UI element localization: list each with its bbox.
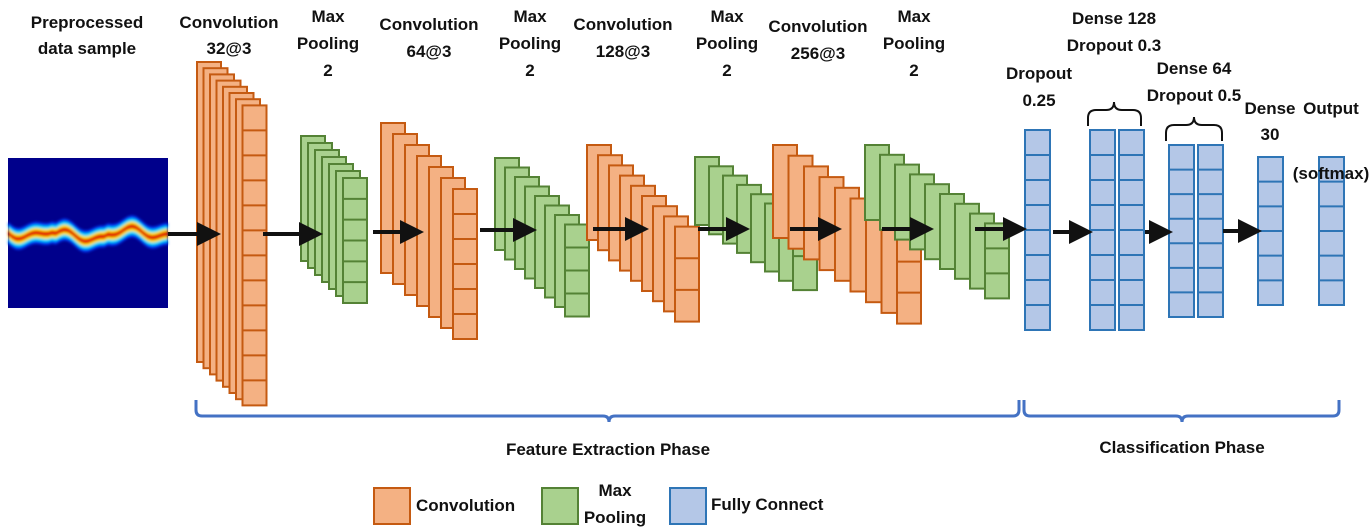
layer-4-label-line: Convolution bbox=[573, 15, 672, 34]
layer-2-label-line: Convolution bbox=[379, 15, 478, 34]
dense-128-brace bbox=[1087, 101, 1142, 126]
fc-feature-map bbox=[1168, 144, 1195, 318]
fc-feature-map bbox=[1197, 144, 1224, 318]
layer-3-label-line: Max bbox=[513, 7, 547, 26]
layer-0-label: Convolution 32@3 bbox=[179, 13, 278, 58]
layer-12-label: Output (softmax) bbox=[1293, 99, 1370, 183]
layer-1-label-line: Max bbox=[311, 7, 345, 26]
layer-5-label-line: 2 bbox=[722, 61, 731, 80]
layer-4-label-line: 128@3 bbox=[596, 42, 650, 61]
layer-12-fc-stack bbox=[1318, 156, 1345, 306]
legend-label-fc: Fully Connect bbox=[711, 495, 824, 514]
layer-2-label-line: 64@3 bbox=[407, 42, 452, 61]
layer-5-label-line: Max bbox=[710, 7, 744, 26]
legend-swatch-conv bbox=[373, 487, 411, 525]
layer-0-label-line: 32@3 bbox=[207, 39, 252, 58]
layer-0-conv-stack bbox=[196, 61, 268, 407]
layer-12-label-line: Output bbox=[1303, 99, 1359, 118]
layer-7-label-line: Max bbox=[897, 7, 931, 26]
input-data-sample-image bbox=[8, 158, 168, 308]
dense-64-brace bbox=[1165, 116, 1223, 141]
layer-10-label: Dense 64 Dropout 0.5 bbox=[1147, 59, 1241, 105]
layer-2-label: Convolution 64@3 bbox=[379, 15, 478, 61]
layer-9-label-line: Dense 128 bbox=[1072, 9, 1156, 28]
feature-extraction-bracket bbox=[194, 400, 1021, 423]
layer-7-label-line: 2 bbox=[909, 61, 918, 80]
layer-1-label-line: 2 bbox=[323, 61, 332, 80]
conv-feature-map bbox=[674, 225, 700, 323]
layer-11-fc-stack bbox=[1257, 156, 1284, 306]
layer-10-label-line: Dense 64 bbox=[1157, 59, 1232, 78]
layer-12-label-line: (softmax) bbox=[1293, 164, 1370, 183]
layer-3-label-line: 2 bbox=[525, 61, 534, 80]
layer-10-fc-stack bbox=[1168, 144, 1224, 318]
layer-1-label-line: Pooling bbox=[297, 34, 359, 53]
layer-8-label: Dropout 0.25 bbox=[1006, 64, 1072, 110]
layer-7-label-line: Pooling bbox=[883, 34, 945, 53]
flow-arrows bbox=[168, 217, 1262, 246]
layer-4-label: Convolution 128@3 bbox=[573, 15, 672, 61]
layer-6-label-line: Convolution bbox=[768, 17, 867, 36]
classification-phase-label: Classification Phase bbox=[1099, 438, 1264, 457]
feature-extraction-phase-label: Feature Extraction Phase bbox=[506, 440, 710, 459]
layer-6-label-line: 256@3 bbox=[791, 44, 845, 63]
layer-9-label-line: Dropout 0.3 bbox=[1067, 36, 1161, 55]
layer-10-label-line: Dropout 0.5 bbox=[1147, 86, 1241, 105]
layer-2-conv-stack bbox=[380, 122, 478, 340]
layer-8-label-line: Dropout bbox=[1006, 64, 1072, 83]
layer-5-label-line: Pooling bbox=[696, 34, 758, 53]
layer-11-label-line: 30 bbox=[1261, 125, 1280, 144]
pool-feature-map bbox=[984, 222, 1010, 300]
layer-0-label-line: Convolution bbox=[179, 13, 278, 32]
classification-bracket bbox=[1022, 400, 1341, 423]
legend-swatch-fc bbox=[669, 487, 707, 525]
legend-label-conv: Convolution bbox=[416, 496, 515, 515]
layer-11-label: Dense 30 bbox=[1244, 99, 1295, 144]
layer-8-label-line: 0.25 bbox=[1022, 91, 1055, 110]
legend-swatch-pool bbox=[541, 487, 579, 525]
layer-6-label: Convolution 256@3 bbox=[768, 17, 867, 63]
layer-3-pool-stack bbox=[494, 157, 590, 318]
layer-11-label-line: Dense bbox=[1244, 99, 1295, 118]
layer-3-label-line: Pooling bbox=[499, 34, 561, 53]
layer-8-fc-stack bbox=[1024, 129, 1051, 331]
layer-4-conv-stack bbox=[586, 144, 700, 323]
layer-1-pool-stack bbox=[300, 135, 368, 304]
layer-9-fc-stack bbox=[1089, 129, 1145, 331]
